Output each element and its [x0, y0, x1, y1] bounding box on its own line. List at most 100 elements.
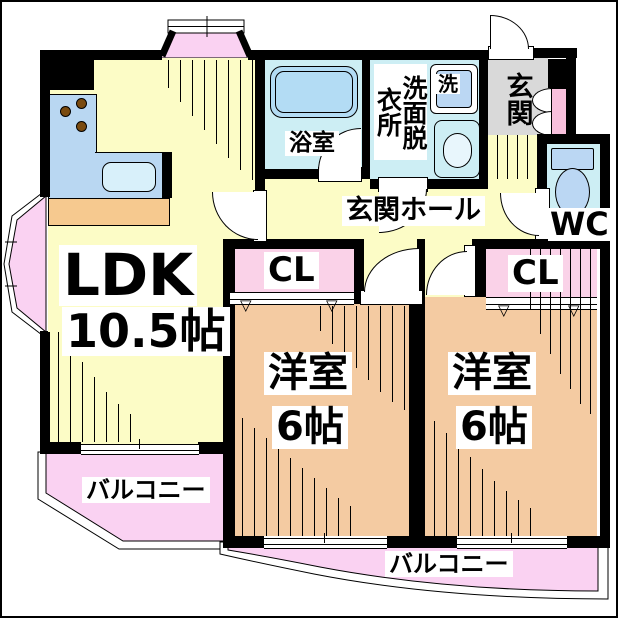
floor-hatch-line — [168, 60, 169, 88]
door-fold-mark-icon: ▽ — [326, 296, 338, 314]
floor-hatch-line — [344, 306, 345, 356]
balcony-left-label: バルコニー — [82, 477, 210, 504]
closet-left-doors — [230, 292, 354, 305]
wall — [362, 50, 370, 179]
floor-hatch-line — [368, 306, 369, 380]
window — [264, 533, 387, 549]
ldk-name: LDK — [63, 241, 194, 309]
entrance-label: 玄関 — [501, 72, 533, 126]
floor-hatch-line — [94, 377, 95, 442]
floor-hatch-line — [580, 249, 581, 404]
western-right-size: 6帖 — [456, 406, 532, 449]
floor-hatch-line — [446, 433, 447, 536]
floor-hatch-line — [494, 481, 495, 536]
kitchen-sink — [102, 162, 156, 192]
window — [457, 533, 567, 549]
floor-hatch-line — [252, 60, 253, 180]
floor-hatch-line — [242, 418, 243, 536]
washroom-label: 洗面脱衣所 — [374, 64, 428, 160]
western-left-size: 6帖 — [272, 406, 348, 449]
floor-hatch-line — [130, 414, 131, 442]
western-left-doorway — [360, 290, 423, 305]
wall — [255, 50, 265, 190]
wall — [162, 152, 172, 198]
floor-hatch-line — [192, 60, 193, 116]
kitchen-stove-counter — [48, 94, 97, 200]
bay-window-left-outer — [3, 189, 47, 339]
wall — [198, 442, 235, 454]
floor-hatch-line — [204, 60, 205, 130]
floor-hatch-line — [458, 445, 459, 536]
stove-burner-icon — [60, 106, 71, 117]
kitchen-counter-top — [48, 198, 170, 226]
door-fold-mark-icon: ▽ — [240, 296, 252, 314]
floor-hatch-line — [338, 498, 339, 536]
floor-hatch-line — [278, 448, 279, 536]
floor-hatch-line — [332, 306, 333, 344]
floor-hatch-line — [240, 60, 241, 170]
floor-hatch-line — [290, 458, 291, 536]
wall — [566, 48, 576, 144]
floor-hatch-line — [482, 469, 483, 536]
western-left-label: 洋室 — [264, 352, 352, 395]
wall — [600, 134, 610, 548]
floor-hatch-line — [560, 249, 561, 374]
floor-hatch-line — [506, 491, 507, 536]
floor-hatch-line — [70, 347, 71, 442]
window — [81, 439, 199, 455]
wc-label: WC — [548, 205, 611, 243]
floor-hatch-line — [326, 488, 327, 536]
wall — [548, 78, 576, 88]
floor-hatch-line — [434, 421, 435, 536]
wall — [417, 239, 425, 304]
floor-hatch-line — [590, 249, 591, 414]
wall — [479, 50, 488, 187]
floor-hatch-line — [530, 508, 531, 536]
floor-hatch-line — [470, 457, 471, 536]
floor-hatch-line — [314, 478, 315, 536]
door-fold-mark-icon: ▽ — [568, 301, 580, 319]
entrance-step — [488, 135, 544, 179]
floor-hatch-line — [266, 438, 267, 536]
wall — [567, 536, 600, 548]
floor-hatch-line — [518, 500, 519, 536]
floor-hatch-line — [320, 306, 321, 331]
ldk-label: LDK — [59, 245, 198, 307]
floor-hatch-line — [302, 468, 303, 536]
floor-hatch-line — [380, 306, 381, 392]
door-fold-mark-icon: ▽ — [498, 301, 510, 319]
stove-burner-icon — [76, 98, 87, 109]
floor-hatch-line — [106, 392, 107, 442]
bathtub — [270, 66, 358, 118]
wall — [40, 50, 162, 60]
entrance-hall-label: 玄関ホール — [342, 196, 485, 226]
floor-hatch-line — [392, 306, 393, 402]
floor-hatch-line — [216, 60, 217, 144]
wall — [255, 169, 365, 179]
western-right-label: 洋室 — [448, 352, 536, 395]
bathtub-rim — [275, 71, 353, 113]
closet-right-doors — [486, 297, 597, 310]
floor-hatch-line — [550, 249, 551, 354]
wash-basin — [434, 120, 480, 178]
floor-hatch-line — [118, 404, 119, 442]
closet-right-label: CL — [508, 255, 563, 292]
wall — [354, 239, 364, 304]
floor-hatch-line — [228, 60, 229, 158]
floor-hatch-line — [254, 428, 255, 536]
closet-left-label: CL — [264, 252, 319, 289]
floor-hatch-line — [356, 306, 357, 368]
wash-basin-bowl — [443, 133, 472, 168]
floor-hatch-line — [82, 362, 83, 442]
wall — [537, 134, 610, 144]
wall — [40, 332, 50, 454]
wall — [409, 302, 425, 548]
stove-burner-icon — [76, 121, 87, 132]
washing-machine-label: 洗 — [436, 72, 460, 96]
bathroom-label: 浴室 — [285, 131, 339, 157]
wall — [472, 239, 600, 249]
bay-window-left — [8, 194, 47, 334]
floor-hatch-line — [180, 60, 181, 102]
floor-hatch-line — [570, 249, 571, 389]
